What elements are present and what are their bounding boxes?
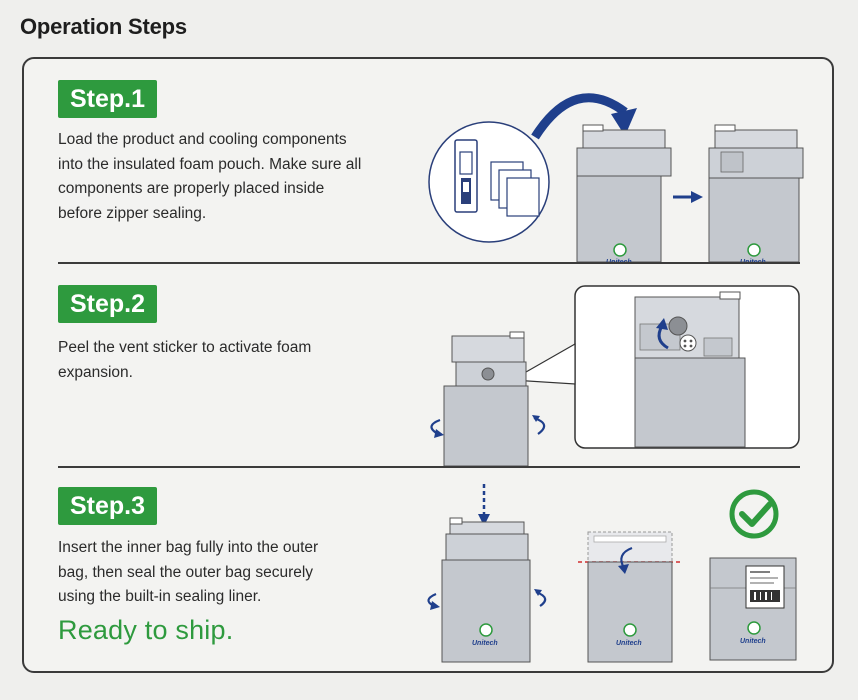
vent-sticker-callout [509,285,800,449]
page-title: Operation Steps [20,14,187,39]
rotate-arrow-icon [427,592,440,610]
step-1-text: Load the product and cooling components … [58,128,361,226]
bag-logo-label: Unitech [740,638,766,645]
bag-logo-label: Unitech [472,640,498,647]
rotate-arrow-icon [618,546,633,574]
step-1-illustration: Unitech Unitech [428,93,804,266]
rotate-arrow-icon [534,589,547,607]
curved-arrow-icon [531,93,637,140]
rotate-arrow-icon [656,318,669,350]
rotate-arrow-icon [532,415,546,435]
step-1-badge: Step.1 [58,80,158,118]
checkmark-icon [729,489,779,539]
step-1-line: components are properly placed inside [58,180,325,197]
components-circle [428,121,550,243]
step-2-line: expansion. [58,363,133,381]
outer-bag-seal [578,531,682,663]
right-arrow-icon [673,191,703,203]
bag-logo-label: Unitech [616,640,642,647]
step-divider [58,262,800,264]
step-3-illustration: Unitech Unitech Unitech [427,484,797,663]
rotate-arrow-icon [430,418,444,438]
step-2-badge: Step.2 [58,285,158,323]
step-3-badge: Step.3 [58,487,158,525]
step-3-line: using the built-in sealing liner. [58,588,262,605]
step-3-text: Insert the inner bag fully into the oute… [58,536,318,610]
step-2-text: Peel the vent sticker to activate foam e… [58,336,311,385]
step-divider [58,466,800,468]
step-1-line: into the insulated foam pouch. Make sure… [58,155,362,173]
outer-bag-labeled [709,557,797,661]
pouch-vent [443,331,529,467]
pouch-open [576,124,672,263]
down-arrow-icon [478,484,490,526]
step-1-line: before zipper sealing. [58,204,207,222]
step-2-illustration [430,285,800,467]
step-3-line: Insert the inner bag fully into the oute… [58,539,319,556]
step-2-line: Peel the vent sticker to activate foam [58,339,312,356]
step-1-line: Load the product and cooling components [58,131,347,148]
outer-bag-insert [441,517,531,663]
pouch-sealed [708,124,804,263]
step-3-line: bag, then seal the outer bag securely [58,563,314,581]
ready-to-ship-text: Ready to ship. [58,615,234,645]
